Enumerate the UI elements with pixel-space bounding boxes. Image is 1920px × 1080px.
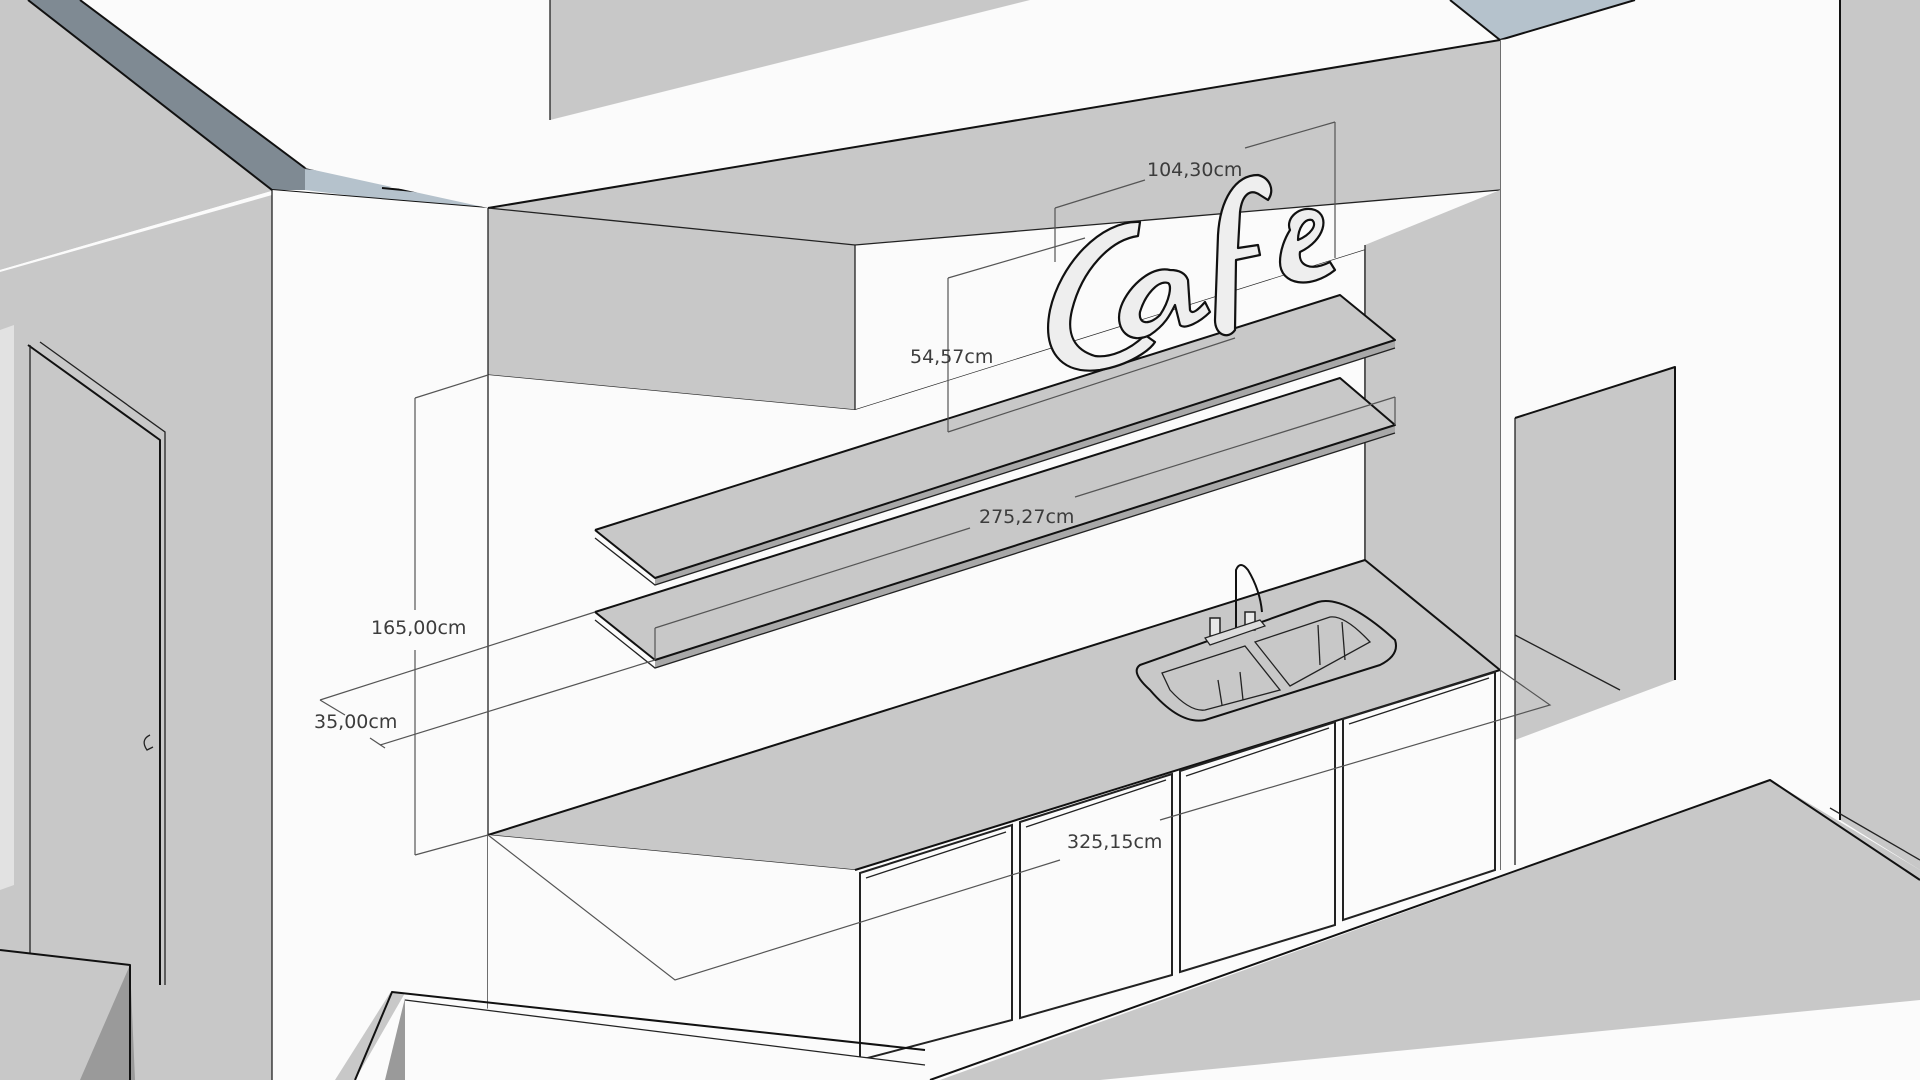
upper-shelf[interactable]	[594, 294, 1396, 586]
dim-sign-height: 54,57cm	[910, 346, 993, 368]
cabinet-door-2[interactable]	[1019, 772, 1173, 1020]
dim-sign-width: 104,30cm	[1147, 159, 1242, 181]
faucet[interactable]	[1204, 564, 1267, 646]
sink[interactable]	[1135, 600, 1397, 722]
far-right-wall	[1840, 0, 1920, 870]
right-door[interactable]	[1514, 366, 1676, 865]
cabinet-doors[interactable]	[859, 670, 1496, 1062]
dim-counter-length: 325,15cm	[1067, 831, 1162, 853]
left-door[interactable]	[0, 325, 166, 1080]
cabinet-door-4[interactable]	[1342, 670, 1496, 922]
cabinet-door-3[interactable]	[1179, 720, 1336, 974]
foreground-bar-counter[interactable]	[929, 779, 1920, 1080]
foreground-left-counter	[335, 991, 926, 1080]
dim-shelf-height: 165,00cm	[371, 617, 466, 639]
counter[interactable]	[487, 559, 1501, 1080]
dim-shelf-depth: 35,00cm	[314, 711, 397, 733]
cafe-sign	[1047, 173, 1337, 372]
lower-shelf[interactable]	[594, 377, 1396, 669]
upper-back-wall	[550, 0, 1030, 120]
door-handle-icon[interactable]	[143, 734, 154, 751]
dim-shelf-length: 275,27cm	[979, 506, 1074, 528]
bottom-left-partition	[0, 949, 135, 1080]
dimension-lines	[319, 121, 1552, 981]
left-column	[272, 190, 488, 1080]
ceiling-corner	[1450, 0, 1635, 40]
cabinet-door-1[interactable]	[859, 823, 1013, 1062]
